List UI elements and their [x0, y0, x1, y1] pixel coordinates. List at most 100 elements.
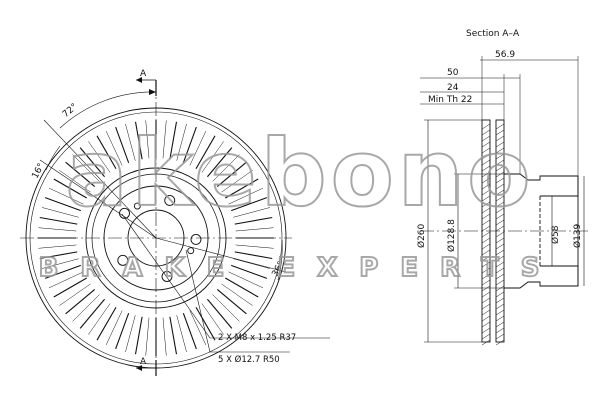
- section-arrowhead-top: [136, 77, 142, 83]
- hatch-line: [495, 231, 505, 238]
- vent-slot: [201, 303, 224, 335]
- angle-arc-72: [59, 91, 157, 129]
- thread-reference-line: [155, 237, 287, 273]
- hole-reference-line: [39, 159, 157, 239]
- hatch-line: [495, 273, 505, 280]
- vent-slot: [134, 121, 143, 160]
- angle-arc-16: [45, 145, 61, 171]
- vent-slot: [195, 307, 216, 341]
- hatch-line: [495, 285, 505, 292]
- hatch-line: [481, 249, 491, 256]
- hatch-line: [495, 171, 505, 178]
- vent-slot: [182, 126, 197, 164]
- hatch-line: [481, 225, 491, 232]
- hatch-line: [481, 273, 491, 280]
- dim-hat-height-label: 50: [447, 68, 459, 78]
- vent-slot: [96, 135, 117, 169]
- threaded-hole-leader: [121, 213, 330, 339]
- hatch-line: [495, 327, 505, 334]
- vent-slot: [134, 316, 143, 355]
- vent-slot: [39, 251, 78, 260]
- vent-slot: [225, 277, 259, 298]
- vent-slot: [88, 303, 111, 335]
- bolt-hole-leader: [185, 249, 290, 353]
- hatch-line: [481, 321, 491, 328]
- vent-slot: [79, 147, 105, 178]
- hatch-line: [495, 135, 505, 142]
- hatch-line: [495, 147, 505, 154]
- hatch-line: [481, 297, 491, 304]
- hatch-line: [495, 321, 505, 328]
- vent-slot: [212, 154, 240, 182]
- vent-slot: [44, 197, 82, 212]
- vent-slot: [176, 315, 187, 353]
- bolt-holes-callout: 5 X Ø12.7 R50: [218, 354, 280, 365]
- vent-slot: [221, 283, 253, 306]
- front-view: [20, 77, 330, 376]
- hatch-line: [495, 183, 505, 190]
- hatch-line: [481, 123, 491, 130]
- vent-slot: [207, 298, 233, 329]
- hatch-line: [495, 243, 505, 250]
- bolt-holes: [117, 194, 202, 282]
- hatch-line: [495, 123, 505, 130]
- vent-slot: [201, 141, 224, 173]
- hatch-line: [495, 237, 505, 244]
- hatch-line: [495, 141, 505, 148]
- vent-slot: [169, 316, 178, 355]
- hatch-line: [481, 189, 491, 196]
- vent-reference-line: [43, 119, 157, 239]
- hatch-line: [481, 333, 491, 340]
- dim-hat-diameter-label: Ø128.8: [446, 219, 457, 252]
- dim-outer-diameter-label: Ø260: [416, 223, 427, 248]
- dim-center-bore-label: Ø58: [550, 225, 561, 244]
- hatch-line: [481, 195, 491, 202]
- vent-slot: [59, 283, 91, 306]
- vent-slot: [38, 244, 77, 249]
- vent-slot: [230, 264, 268, 279]
- vent-slot: [72, 154, 100, 182]
- hatch-line: [481, 213, 491, 220]
- vent-slot: [169, 121, 178, 160]
- section-arrowhead-bottom: [136, 365, 142, 371]
- vent-slot: [230, 197, 268, 212]
- hatch-line: [481, 279, 491, 286]
- vent-slot: [125, 123, 136, 161]
- vent-slot: [234, 216, 273, 225]
- vent-slot: [48, 271, 84, 289]
- vent-slot: [39, 216, 78, 225]
- vent-slot: [234, 251, 273, 260]
- hatch-line: [481, 165, 491, 172]
- hatch-line: [495, 297, 505, 304]
- bolt-hole: [164, 194, 176, 206]
- hatch-line: [481, 141, 491, 148]
- hatch-line: [495, 315, 505, 322]
- hatch-line: [495, 225, 505, 232]
- vent-slot: [145, 120, 150, 159]
- hatch-line: [495, 255, 505, 262]
- section-view: [420, 56, 590, 346]
- vent-slot: [189, 310, 207, 346]
- vent-slot: [162, 120, 167, 159]
- hatch-line: [495, 129, 505, 136]
- vent-slot: [145, 317, 150, 356]
- hatch-line: [481, 183, 491, 190]
- hatch-line: [495, 189, 505, 196]
- vent-slot: [221, 170, 253, 193]
- hatch-line: [481, 171, 491, 178]
- hatch-line: [481, 243, 491, 250]
- section-hatching: [481, 123, 505, 346]
- vent-slot: [115, 126, 130, 164]
- vent-slot: [96, 307, 117, 341]
- vent-slot: [182, 312, 197, 350]
- angle-72-label: 72°: [61, 102, 80, 120]
- hatch-line: [481, 231, 491, 238]
- vent-slot: [105, 310, 123, 346]
- hatch-line: [481, 303, 491, 310]
- vent-slot: [228, 271, 264, 289]
- hatch-line: [481, 153, 491, 160]
- hatch-line: [495, 339, 505, 346]
- hatch-line: [495, 279, 505, 286]
- hatch-line: [481, 129, 491, 136]
- hatch-line: [495, 303, 505, 310]
